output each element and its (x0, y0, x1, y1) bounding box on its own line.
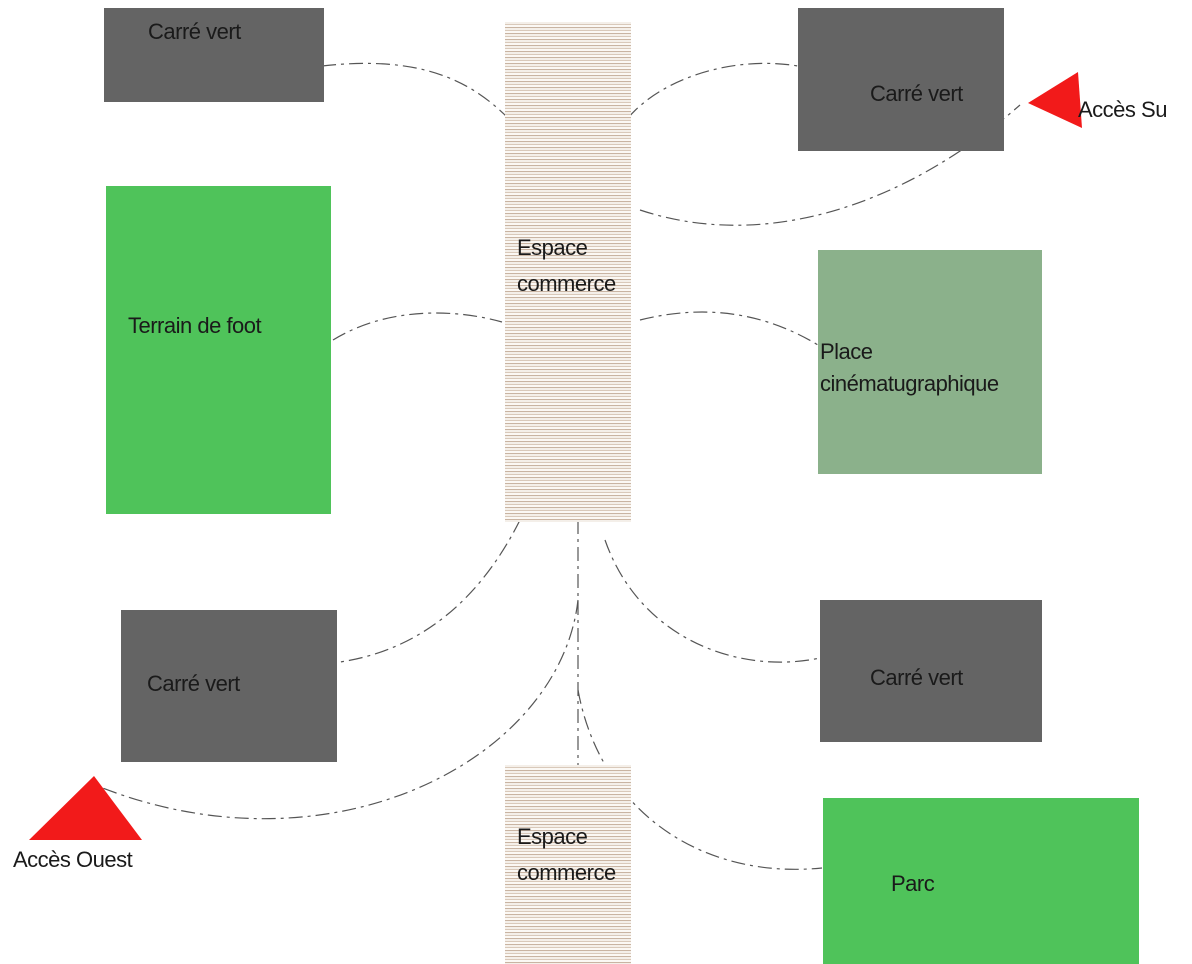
access-sud-arrow-icon (1028, 72, 1082, 128)
place-label-1: Place (820, 339, 873, 364)
carre-vert-sw: Carré vert (121, 610, 337, 762)
carre-vert-se-label: Carré vert (870, 665, 963, 690)
parc-label: Parc (891, 871, 935, 896)
espace-commerce-bottom-label-1: Espace (517, 824, 588, 849)
access-ouest-arrow-icon (29, 776, 142, 840)
carre-vert-ne: Carré vert (798, 8, 1004, 151)
carre-vert-se: Carré vert (820, 600, 1042, 742)
espace-commerce-top-label-1: Espace (517, 235, 588, 260)
link-commerce-place (639, 311, 819, 346)
place-cinematugraphique: Place cinématugraphique (818, 250, 1042, 474)
carre-vert-nw-label: Carré vert (148, 19, 241, 44)
link-foot-commerce (332, 312, 503, 341)
link-commerce-se (604, 539, 821, 663)
parc: Parc (823, 798, 1139, 964)
espace-commerce-top-label-2: commerce (517, 271, 616, 296)
terrain-de-foot-label: Terrain de foot (128, 313, 262, 338)
carre-vert-sw-label: Carré vert (147, 671, 240, 696)
access-ouest-triangle (29, 776, 142, 840)
espace-commerce-top: Espace commerce (505, 22, 631, 522)
access-sud-triangle (1028, 72, 1082, 128)
carre-vert-ne-label: Carré vert (870, 81, 963, 106)
terrain-de-foot: Terrain de foot (106, 186, 331, 514)
carre-vert-nw: Carré vert (104, 8, 324, 102)
espace-commerce-bottom-label-2: commerce (517, 860, 616, 885)
access-sud-label: Accès Su (1078, 97, 1167, 122)
link-commerce-ouest (94, 599, 579, 820)
link-commerce-parc (577, 689, 823, 870)
espace-commerce-bottom: Espace commerce (505, 765, 631, 964)
place-label-2: cinématugraphique (820, 371, 999, 396)
access-ouest-label: Accès Ouest (13, 847, 133, 872)
link-nw-commerce (321, 62, 509, 119)
link-commerce-sud (639, 104, 1021, 226)
link-commerce-sw (339, 519, 521, 663)
link-commerce-ne (627, 62, 799, 119)
